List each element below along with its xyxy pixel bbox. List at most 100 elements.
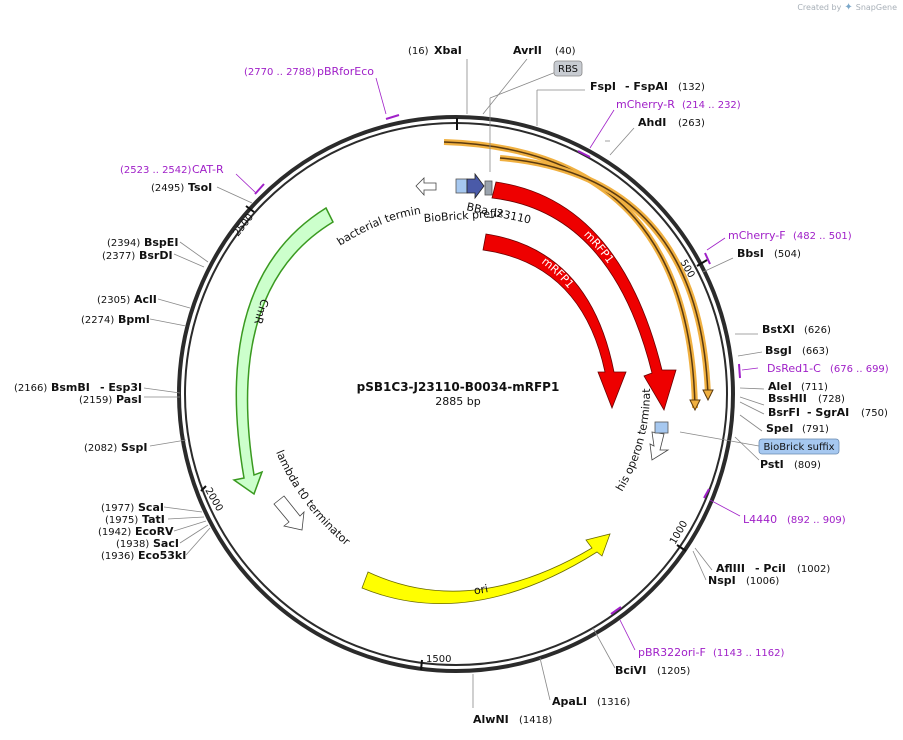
site-saci-name: SacI — [153, 537, 179, 550]
site-fspi-name: FspI — [590, 80, 616, 93]
mcherry-f-arc-core — [499, 157, 709, 397]
mcherry-r-arrowhead — [689, 399, 701, 412]
bacterial-terminator-arrow — [415, 177, 437, 197]
primer-mark-pbr322ori-f — [610, 606, 622, 615]
site-xbai-pos: (16) — [408, 46, 429, 57]
primer-mark-pbrforeco — [385, 114, 400, 120]
backbone-outer-ring — [177, 115, 735, 673]
site-ecorv-pos: (1942) — [98, 527, 131, 538]
primer-pbrforeco-name: pBRforEco — [317, 65, 374, 78]
site-xbai-name: XbaI — [434, 44, 462, 57]
site-bpmi-pos: (2274) — [81, 315, 114, 326]
mrfp1-inner-arrow — [482, 233, 627, 410]
site-nspi-name: NspI — [708, 574, 736, 587]
suffix-feature-box — [654, 421, 669, 434]
site-bsrdi-name: BsrDI — [139, 249, 173, 262]
primer-mark-l4440 — [703, 488, 710, 499]
site-scai-pos: (1977) — [101, 503, 134, 514]
site-eco53ki-pos: (1936) — [101, 551, 134, 562]
site-avrii-pos: (40) — [555, 46, 576, 57]
site-alwni-name: AlwNI — [473, 713, 509, 726]
bba-promoter-arrow — [466, 172, 485, 200]
site-spei-pos: (791) — [802, 424, 829, 435]
site-tsoi-name: TsoI — [188, 181, 212, 194]
prefix-feature-box — [455, 178, 468, 194]
site-apali-pos: (1316) — [597, 697, 630, 708]
site-apali-name: ApaLI — [552, 695, 587, 708]
site-bstxi-name: BstXI — [762, 323, 795, 336]
site-avrii-name: AvrII — [513, 44, 542, 57]
tick-marks — [200, 118, 708, 671]
site-bbsi-name: BbsI — [737, 247, 764, 260]
site-bsmbi-pos: (2166) — [14, 383, 47, 394]
primer-mark-mcherry-r — [577, 150, 591, 158]
tick-label-1500: 1500 — [426, 654, 451, 665]
rbs-tag — [553, 60, 583, 77]
plasmid-length: 2885 bp — [435, 395, 480, 408]
primer-mark-mcherry-f — [704, 252, 711, 265]
rbs-leader-2 — [489, 71, 557, 99]
snapgene-credit: Created by ✦ SnapGene — [797, 2, 897, 13]
mrfp1-outer-arrow — [491, 181, 677, 411]
site-ecorv-name: EcoRV — [135, 525, 174, 538]
site-bsrfi-alias: - SgrAI — [807, 406, 849, 419]
site-alwni-pos: (1418) — [519, 715, 552, 726]
primer-pbr322ori-f-name: pBR322ori-F — [638, 646, 706, 659]
site-ahdi-pos: (263) — [678, 118, 705, 129]
tick-1000 — [676, 544, 687, 552]
site-bsshii-pos: (728) — [818, 394, 845, 405]
site-tati-pos: (1975) — [105, 515, 138, 526]
site-bspei-name: BspEI — [144, 236, 178, 249]
plasmid-name: pSB1C3-J23110-B0034-mRFP1 — [357, 380, 560, 394]
site-bsgi-name: BsgI — [765, 344, 792, 357]
biobrick-suffix-label: BioBrick suffix — [763, 442, 834, 453]
mcherry-r-arc-core — [443, 141, 696, 409]
site-eco53ki-name: Eco53kI — [138, 549, 186, 562]
tick-2500 — [245, 205, 255, 213]
rbs-feature-box — [484, 180, 493, 196]
site-bsmbi-alias: - Esp3I — [100, 381, 142, 394]
site-spei-name: SpeI — [766, 422, 793, 435]
site-tati-name: TatI — [142, 513, 165, 526]
tick-2000 — [200, 485, 207, 492]
cmr-arrow — [232, 206, 334, 496]
primer-cat-r-name: CAT-R — [192, 163, 224, 176]
primer-dsred1-c-range: (676 .. 699) — [830, 364, 889, 375]
site-afliii-name: AflIII — [716, 562, 745, 575]
primer-l4440-range: (892 .. 909) — [787, 515, 846, 526]
site-bsrdi-pos: (2377) — [102, 251, 135, 262]
snapgene-logo-icon: ✦ — [844, 2, 853, 13]
his-terminator-arrow — [649, 431, 670, 461]
primer-dsred1-c-name: DsRed1-C — [767, 362, 821, 375]
site-bspei-pos: (2394) — [107, 238, 140, 249]
primer-marks — [254, 114, 741, 615]
biobrick-suffix-tag — [758, 438, 840, 455]
tick-1500 — [420, 659, 423, 671]
credit-brand: SnapGene — [855, 3, 897, 12]
primer-mcherry-f-name: mCherry-F — [728, 229, 786, 242]
site-acli-name: AclI — [134, 293, 157, 306]
bacterial-terminator-label: bacterial terminator — [0, 0, 422, 248]
primer-mcherry-f-range: (482 .. 501) — [793, 231, 852, 242]
site-bstxi-pos: (626) — [804, 325, 831, 336]
site-afliii-pos: (1002) — [797, 564, 830, 575]
site-tsoi-pos: (2495) — [151, 183, 184, 194]
primer-leader-lines — [235, 77, 759, 651]
site-pasi-name: PasI — [116, 393, 142, 406]
site-scai-name: ScaI — [138, 501, 164, 514]
primer-pbrforeco-range: (2770 .. 2788) — [244, 67, 316, 78]
mcherry-f-arrowhead — [702, 389, 714, 402]
tick-500 — [696, 259, 708, 267]
primer-mcherry-r-range: (214 .. 232) — [682, 100, 741, 111]
suffix-leader — [679, 431, 760, 447]
site-bsshii-name: BssHII — [768, 392, 807, 405]
site-fspi-pos: (132) — [678, 82, 705, 93]
site-psti-pos: (809) — [794, 460, 821, 471]
primer-pbr322ori-f-range: (1143 .. 1162) — [713, 648, 785, 659]
site-psti-name: PstI — [760, 458, 784, 471]
site-bpmi-name: BpmI — [118, 313, 150, 326]
site-alei-pos: (711) — [801, 382, 828, 393]
site-alei-name: AleI — [768, 380, 792, 393]
